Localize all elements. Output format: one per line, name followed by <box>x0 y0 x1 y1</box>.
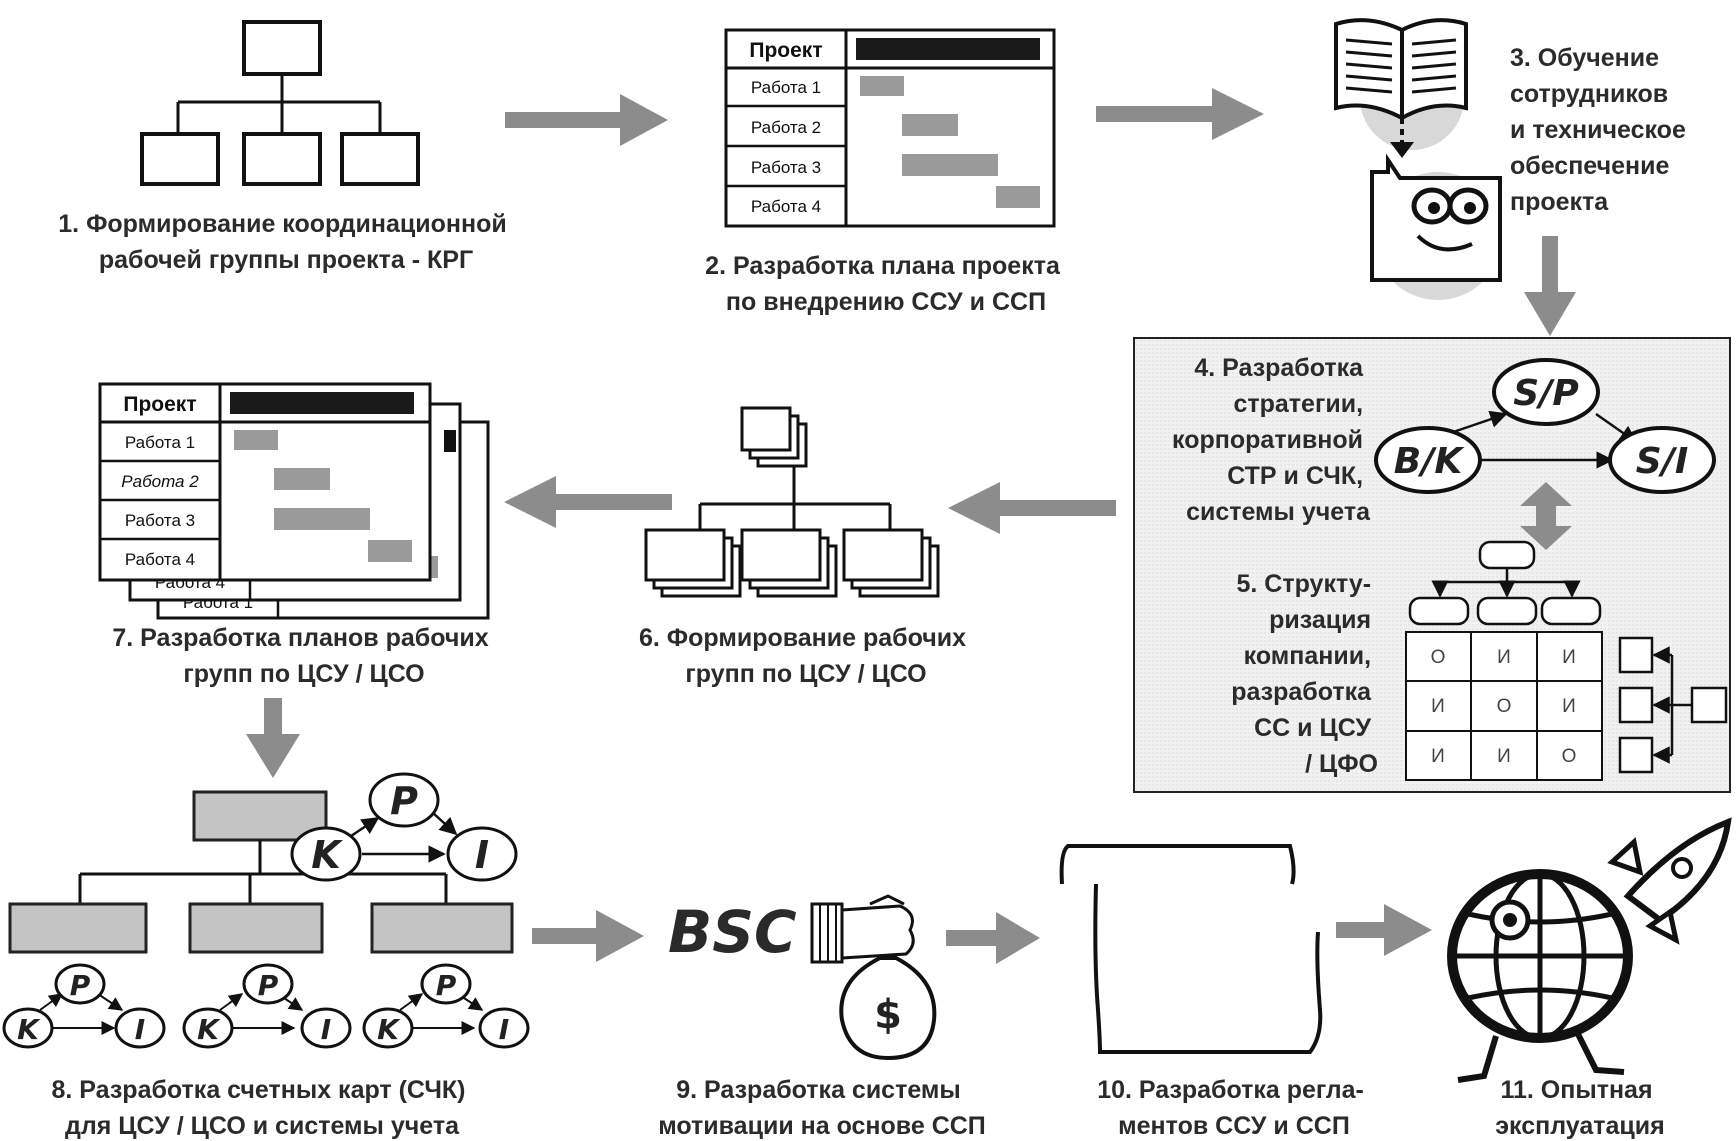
matrix-cell: И <box>1562 696 1576 717</box>
gantt-bar <box>902 154 998 176</box>
step7-caption: 7. Разработка планов рабочих групп по ЦС… <box>112 624 495 688</box>
step8-scorecards-diagram: P K I P K I P K I <box>2 772 530 1049</box>
gantt-bar <box>996 186 1040 208</box>
bsc-logo: BSC <box>668 898 797 966</box>
si-node <box>1608 426 1716 494</box>
arrow-1-2 <box>505 94 668 146</box>
gantt-row-label: Работа 3 <box>751 158 821 177</box>
bk-label: B/K <box>1394 441 1466 482</box>
bk-node <box>1374 426 1482 494</box>
gantt-bar <box>902 114 958 136</box>
arrow-9-10 <box>946 912 1040 964</box>
small-k-label: K <box>17 1013 41 1046</box>
arrow-10-11 <box>1336 904 1432 956</box>
step7-plans-stack: Работа 1 Работа 4 Проект Работа 1 Работа… <box>98 382 490 620</box>
step5-caption: 5. Структу- ризация компании, разработка… <box>1231 570 1378 778</box>
gantt-header-label: Проект <box>749 39 822 62</box>
small-i-label: I <box>499 1013 509 1046</box>
arrow-6-7 <box>504 476 672 528</box>
step3-training-icon <box>1334 18 1502 300</box>
step11-globe-rocket-icon <box>1447 817 1732 1083</box>
step11-caption: 11. Опытная эксплуатация <box>1495 1076 1665 1140</box>
gantt-row-label: Работа 2 <box>751 118 821 137</box>
matrix-cell: О <box>1562 746 1577 767</box>
arrow-5-6 <box>948 482 1116 534</box>
step2-caption: 2. Разработка плана проекта по внедрению… <box>705 252 1067 316</box>
matrix-cell: И <box>1431 746 1445 767</box>
matrix-cell: И <box>1497 746 1511 767</box>
small-p-label: P <box>258 969 279 1002</box>
small-k-label: K <box>197 1013 221 1046</box>
structure-matrix-diagram: О И И И О И И И О <box>1405 540 1728 781</box>
gantt-bar <box>860 76 904 96</box>
step2-gantt-table: Проект Работа 1 Работа 2 Работа 3 Работа… <box>724 28 1056 228</box>
step1-caption: 1. Формирование координационной рабочей … <box>58 210 513 274</box>
dollar-icon: $ <box>874 992 902 1038</box>
matrix-cell: О <box>1497 696 1512 717</box>
small-scorecard: P K I <box>362 963 530 1049</box>
arrow-3-4 <box>1524 236 1576 336</box>
big-i-label: I <box>475 833 489 877</box>
gantt-header-bar <box>856 38 1040 60</box>
step10-document-icon <box>1059 844 1323 1054</box>
matrix-cell: И <box>1562 647 1576 668</box>
step3-caption: 3. Обучение сотрудников и техническое об… <box>1510 44 1693 216</box>
small-p-label: P <box>436 969 457 1002</box>
arrow-2-3 <box>1096 88 1264 140</box>
matrix-cell: И <box>1431 696 1445 717</box>
step4-caption: 4. Разработка стратегии, корпоративной С… <box>1172 354 1371 526</box>
small-scorecard: P K I <box>182 963 352 1049</box>
step9-caption: 9. Разработка системы мотивации на основ… <box>658 1076 986 1140</box>
arrow-8-9 <box>532 910 644 962</box>
double-arrow-icon <box>1520 482 1572 550</box>
arrow-7-8 <box>246 698 300 778</box>
gantt-row-label: Работа 1 <box>751 78 821 97</box>
step6-caption: 6. Формирование рабочих групп по ЦСУ / Ц… <box>639 624 973 688</box>
si-label: S/I <box>1636 441 1688 482</box>
big-k-label: K <box>311 833 343 877</box>
plan7-row-label: Работа 3 <box>125 511 195 530</box>
small-scorecard: P K I <box>2 963 166 1049</box>
strategy-map-diagram: S/P B/K S/I <box>1374 358 1716 550</box>
step1-org-chart-icon <box>140 20 420 186</box>
plan7-row-label: Работа 2 <box>121 472 199 491</box>
small-i-label: I <box>135 1013 145 1046</box>
matrix-cell: И <box>1497 647 1511 668</box>
plan7-row-label: Работа 4 <box>125 550 195 569</box>
big-p-label: P <box>390 779 418 823</box>
step10-caption: 10. Разработка регла- ментов ССУ и ССП <box>1097 1076 1371 1140</box>
step9-motivation-icon: BSC $ <box>668 894 937 1061</box>
step8-caption: 8. Разработка счетных карт (СЧК) для ЦСУ… <box>52 1076 473 1140</box>
sp-label: S/P <box>1513 373 1578 414</box>
matrix-cell: О <box>1431 647 1446 668</box>
gantt-row-label: Работа 4 <box>751 197 821 216</box>
small-k-label: K <box>377 1013 401 1046</box>
step6-workgroups-icon <box>644 406 940 598</box>
small-i-label: I <box>321 1013 331 1046</box>
sp-node <box>1492 358 1600 426</box>
small-p-label: P <box>70 969 91 1002</box>
plan7-row-label: Работа 1 <box>125 433 195 452</box>
plan7-header-label: Проект <box>123 393 196 416</box>
